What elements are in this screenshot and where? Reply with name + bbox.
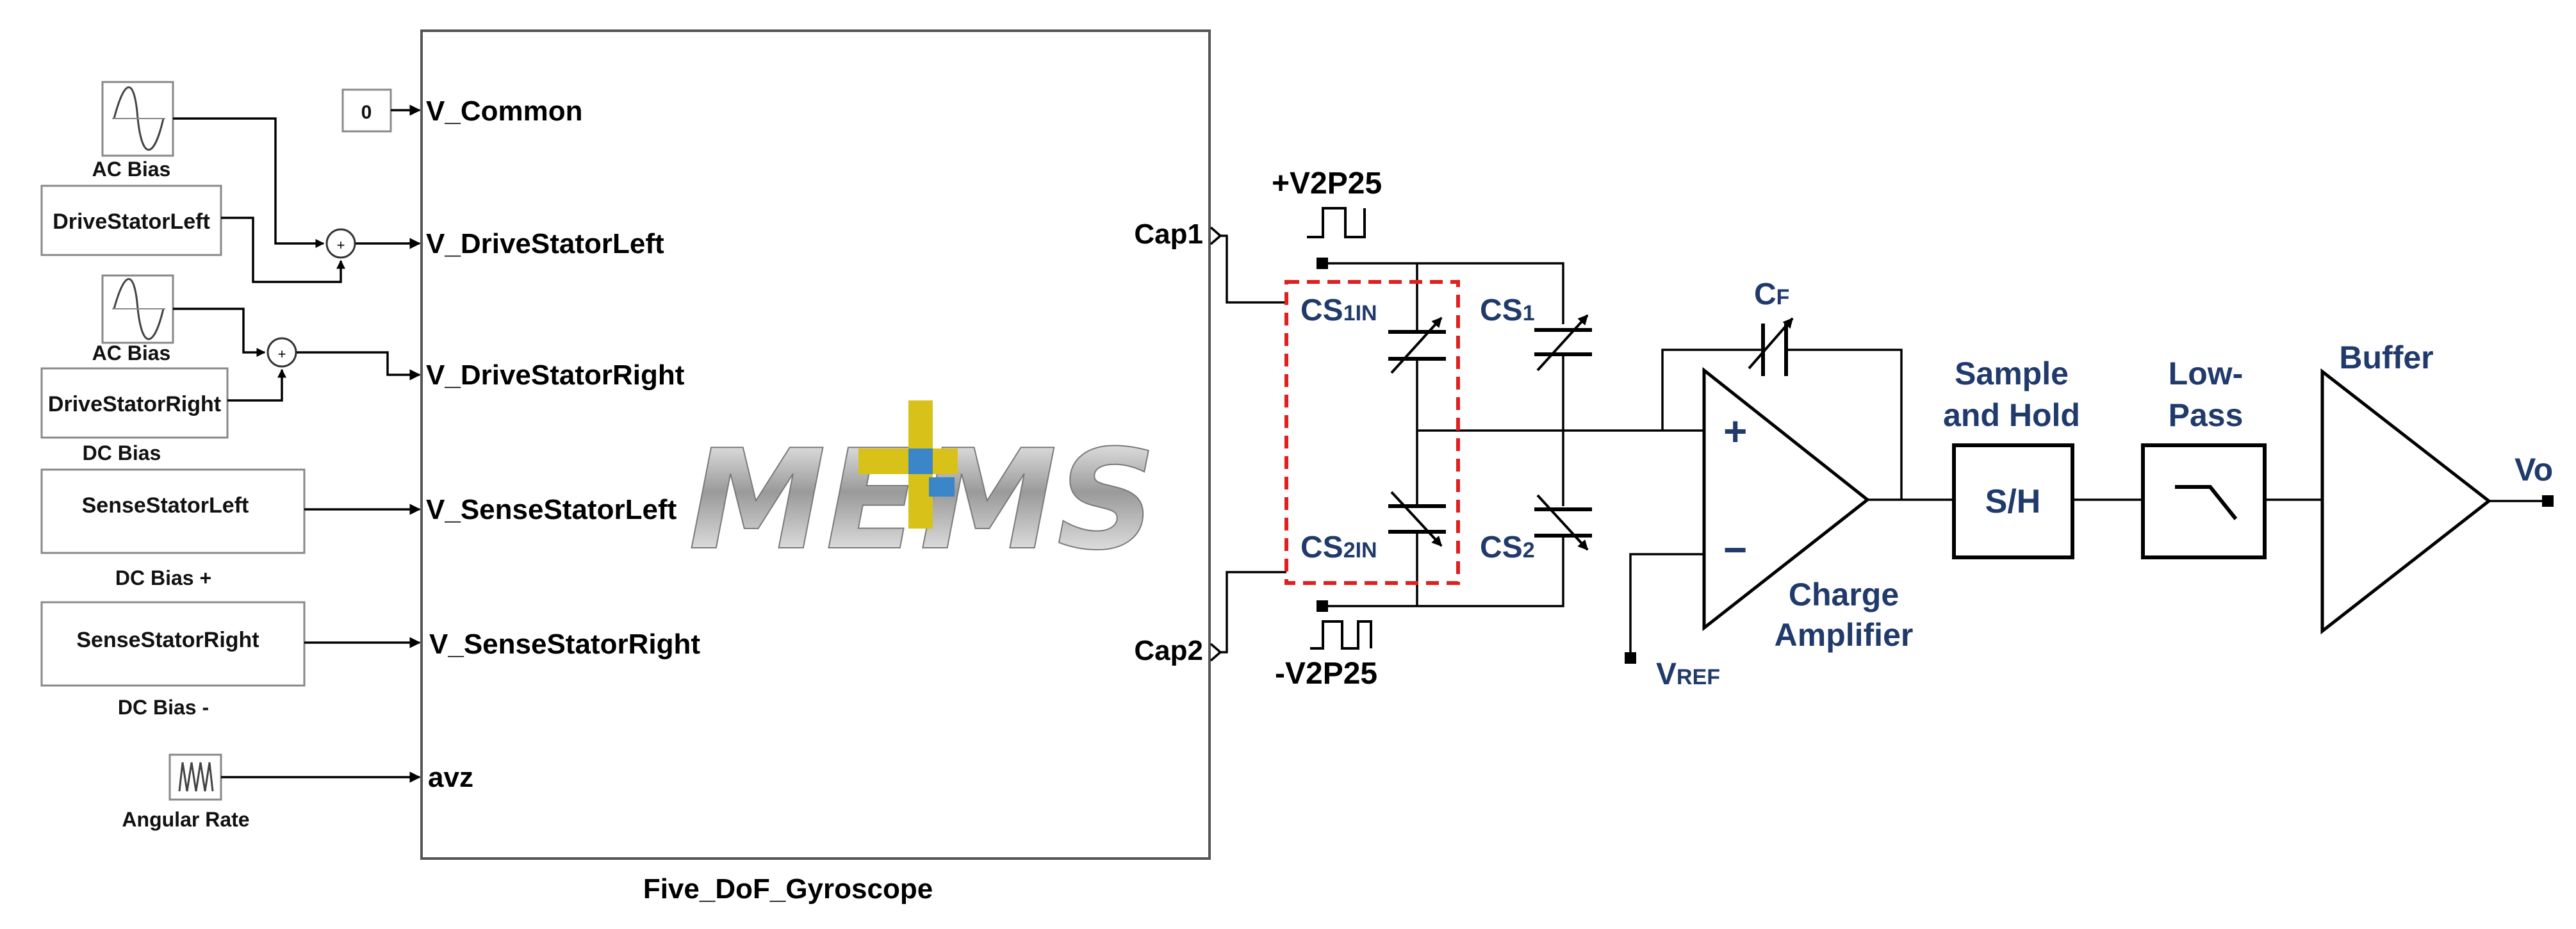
sum-block-1[interactable] (325, 228, 356, 259)
charge-amplifier-triangle (1702, 366, 1871, 632)
angular-rate-label: Angular Rate (122, 808, 249, 831)
wire-cap1 (1220, 234, 1286, 304)
sh-label: S/H (1985, 483, 2041, 520)
wire-drivestatorright-to-sum2 (227, 368, 286, 402)
port-avz: avz (428, 762, 473, 793)
port-v-drivestatorright: V_DriveStatorRight (426, 359, 685, 391)
gyroscope-subsystem-block[interactable] (420, 29, 1211, 860)
vref-label: VREF (1656, 657, 1720, 691)
cs1-label: CS1 (1480, 293, 1535, 327)
logo-plus-accent (929, 477, 955, 497)
angular-rate-block[interactable] (168, 753, 222, 801)
lowpass-title-1: Low- (2169, 356, 2244, 391)
sense-stator-left-label: SenseStatorLeft (82, 493, 249, 518)
opamp-minus-sign: − (1723, 527, 1747, 573)
cs1-capacitor (1534, 314, 1592, 372)
sense-stator-left-block[interactable] (40, 468, 306, 554)
vo-label: Vo (2514, 452, 2553, 488)
wire-acbias2-to-sum2 (173, 308, 266, 357)
port-v-drivestatorleft: V_DriveStatorLeft (426, 228, 664, 259)
ac-bias-2-label: AC Bias (92, 341, 171, 365)
sum-2-sign: + (278, 346, 286, 362)
ac-bias-1-label: AC Bias (92, 158, 171, 181)
port-cap2: Cap2 (1134, 635, 1203, 666)
cs1in-label: CS1IN (1300, 293, 1377, 327)
cf-capacitor (1748, 317, 1794, 376)
subsystem-name: Five_DoF_Gyroscope (643, 873, 933, 905)
sense-stator-right-block[interactable] (40, 601, 306, 687)
input-capacitor-box (1284, 280, 1460, 585)
logo-plus-horizontal (858, 448, 958, 474)
sum-1-sign: + (337, 237, 345, 253)
cs1in-capacitor (1388, 317, 1446, 374)
cf-label: CF (1754, 277, 1789, 311)
wire-cap2 (1220, 571, 1286, 654)
sum-block-2[interactable] (267, 337, 297, 368)
lowpass-title-2: Pass (2169, 397, 2244, 433)
simulink-model: Five_DoF_Gyroscope MEMS V_Common V_Drive… (40, 29, 1222, 905)
bottom-rail (1322, 536, 1564, 607)
feedback-wire (1661, 349, 1903, 500)
readout-circuit: +V2P25 -V2P25 CS1IN CS2IN (1220, 167, 2554, 691)
dc-bias-label: DC Bias (83, 441, 161, 464)
v-plus-label: +V2P25 (1272, 167, 1382, 201)
buffer-triangle (2320, 368, 2492, 635)
drive-stator-left-block[interactable] (40, 185, 222, 256)
port-cap1: Cap1 (1134, 218, 1203, 250)
charge-amp-label-1: Charge (1789, 577, 1899, 612)
drive-stator-left-label: DriveStatorLeft (53, 210, 210, 234)
wire-sum2-to-port (297, 351, 421, 381)
square-wave-icon (1310, 620, 1372, 650)
square-wave-icon (1307, 207, 1366, 238)
dc-bias-minus-label: DC Bias - (118, 696, 209, 719)
mems-plus-logo: MEMS (688, 400, 1157, 581)
drive-stator-right-block[interactable] (40, 367, 229, 439)
cap2-port-chevron (1210, 643, 1222, 662)
v-minus-label: -V2P25 (1275, 657, 1377, 691)
top-rail (1322, 262, 1564, 324)
cs2-label: CS2 (1480, 530, 1535, 564)
opamp-plus-sign: + (1723, 408, 1747, 454)
lowpass-block (2141, 443, 2267, 559)
drive-stator-right-label: DriveStatorRight (48, 392, 221, 416)
port-v-sensestatorright: V_SenseStatorRight (429, 629, 700, 660)
constant-block[interactable] (341, 88, 392, 133)
cs2-capacitor (1534, 494, 1592, 551)
sense-stator-right-label: SenseStatorRight (76, 628, 259, 652)
vref-terminal (1625, 652, 1636, 664)
wire-drivestatorleft-to-sum1 (221, 217, 345, 283)
vo-terminal (2542, 495, 2554, 507)
waveform-icon (178, 762, 214, 792)
constant-value: 0 (361, 102, 372, 123)
sample-hold-block (1952, 443, 2074, 559)
sample-hold-title-1: Sample (1955, 356, 2069, 391)
cap1-port-chevron (1210, 226, 1222, 245)
port-v-common: V_Common (426, 95, 582, 127)
sample-hold-title-2: and Hold (1943, 397, 2080, 433)
lowpass-response-icon (2175, 485, 2238, 520)
charge-amp-label-2: Amplifier (1775, 617, 1914, 653)
buffer-title: Buffer (2339, 340, 2433, 375)
vref-wire (1629, 553, 1704, 657)
port-v-sensestatorleft: V_SenseStatorLeft (426, 494, 677, 525)
dc-bias-plus-label: DC Bias + (115, 566, 211, 589)
cs2in-capacitor (1388, 491, 1446, 547)
cs2in-label: CS2IN (1300, 530, 1377, 564)
wire-acbias1-to-sum1 (173, 117, 325, 248)
logo-plus-center (908, 448, 933, 474)
